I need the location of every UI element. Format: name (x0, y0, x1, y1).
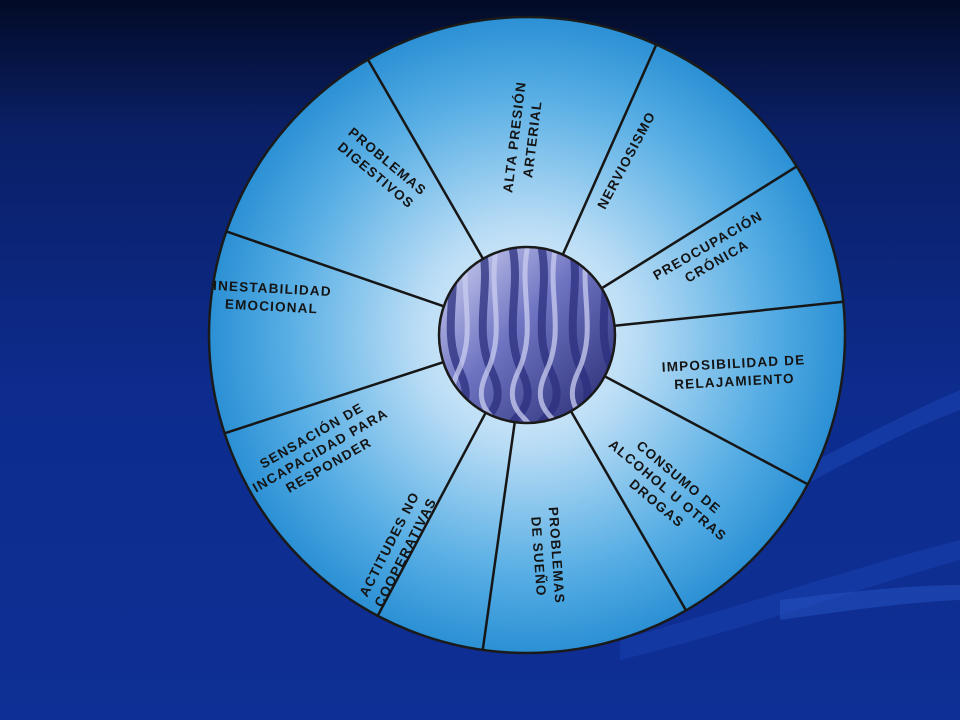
divider-line (569, 410, 688, 612)
divider-line (224, 361, 444, 435)
divider-line (481, 421, 516, 651)
divider-line (225, 230, 445, 308)
divider-line (561, 43, 658, 256)
divider-line (600, 165, 798, 290)
segment-label-line: PROBLEMAS (546, 506, 568, 604)
segment-label-inestabilidad: INESTABILIDADEMOCIONAL (212, 278, 332, 317)
segment-label-line: INESTABILIDAD (213, 278, 332, 299)
segment-label-line: EMOCIONAL (225, 297, 319, 317)
segment-label-line: DE SUEÑO (528, 516, 549, 597)
divider-line (604, 375, 809, 486)
divider-line (614, 300, 844, 328)
segment-label-problemas-sueno: PROBLEMASDE SUEÑO (528, 506, 568, 605)
wheel-dividers (224, 43, 844, 651)
hub-streak (509, 247, 533, 423)
divider-line (376, 412, 487, 617)
hub-streak (506, 247, 532, 423)
segment-label-line: RELAJAMIENTO (674, 371, 795, 392)
divider-line (366, 58, 485, 260)
